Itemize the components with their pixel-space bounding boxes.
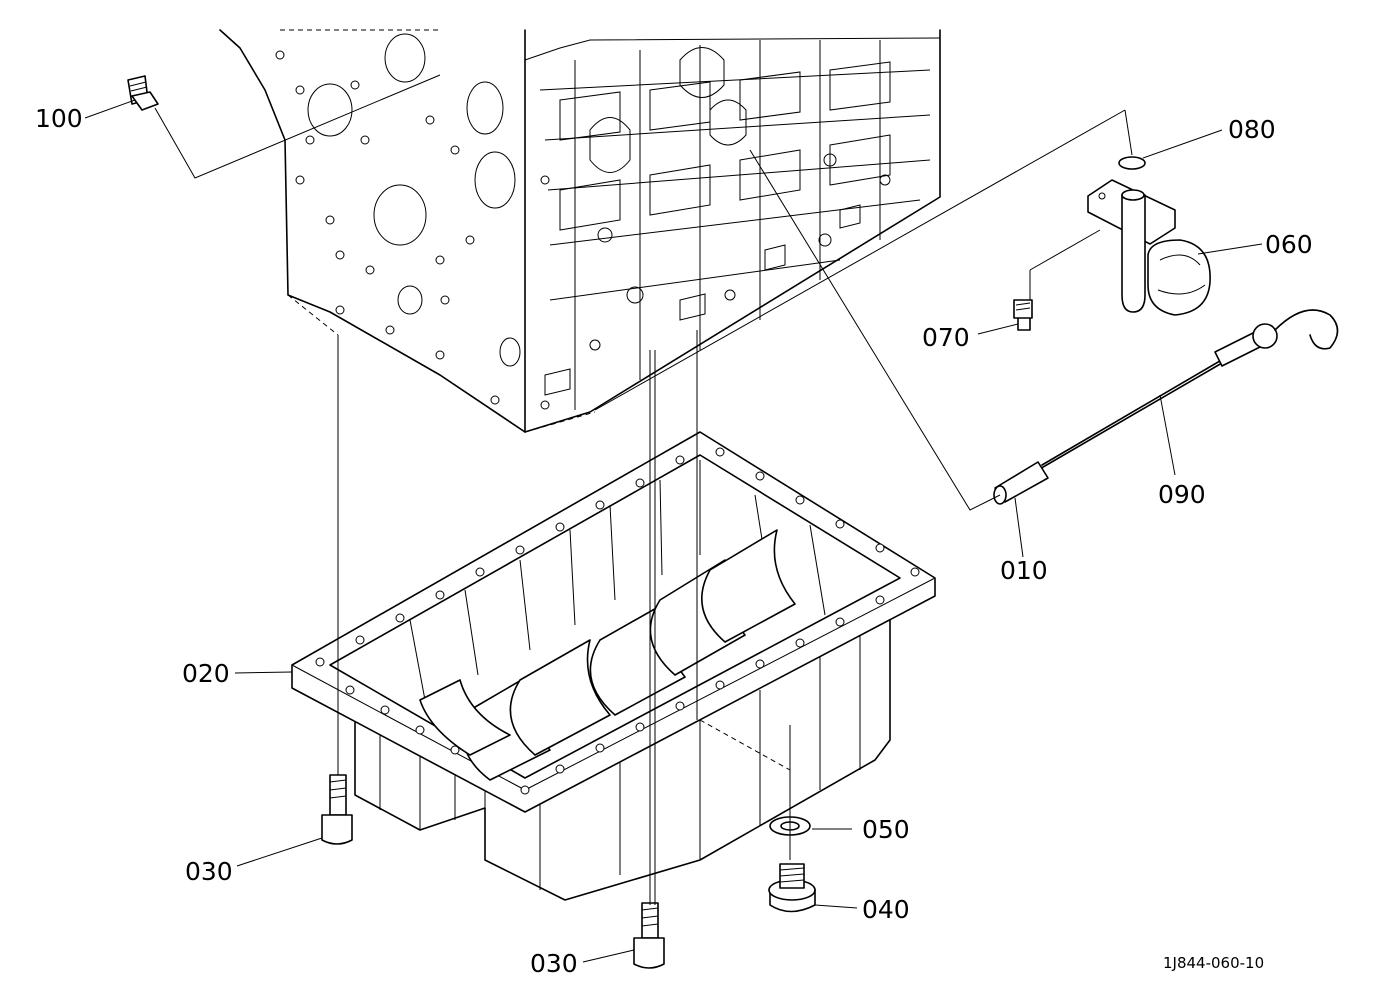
callout-080: 080 xyxy=(1228,115,1276,144)
callout-010: 010 xyxy=(1000,556,1048,585)
callout-030-bottom: 030 xyxy=(530,949,578,978)
part-030-bolt-a xyxy=(321,774,353,845)
callout-060: 060 xyxy=(1265,230,1313,259)
oil-pan xyxy=(291,431,936,901)
part-040-drain-plug xyxy=(768,863,816,913)
callout-090: 090 xyxy=(1158,480,1206,509)
figure-code: 1J844-060-10 xyxy=(1163,954,1264,972)
part-090-dipstick xyxy=(1037,309,1339,471)
callout-100: 100 xyxy=(35,104,83,133)
callout-070: 070 xyxy=(922,323,970,352)
part-070-bolt xyxy=(1013,299,1033,331)
part-060-guide xyxy=(1087,179,1211,316)
part-010-tube xyxy=(993,461,1049,505)
callout-020: 020 xyxy=(182,659,230,688)
callout-labels: 100 080 060 070 090 010 020 050 040 030 … xyxy=(35,104,1313,978)
callout-050: 050 xyxy=(862,815,910,844)
part-030-bolt-b xyxy=(633,902,665,969)
crank-journals xyxy=(419,529,796,781)
assembly-lines xyxy=(154,74,1133,905)
leader-lines xyxy=(84,99,1263,963)
engine-block xyxy=(219,29,941,433)
callout-040: 040 xyxy=(862,895,910,924)
callout-030-left: 030 xyxy=(185,857,233,886)
part-080-o-ring xyxy=(1118,156,1146,170)
part-100-plug xyxy=(127,75,159,111)
